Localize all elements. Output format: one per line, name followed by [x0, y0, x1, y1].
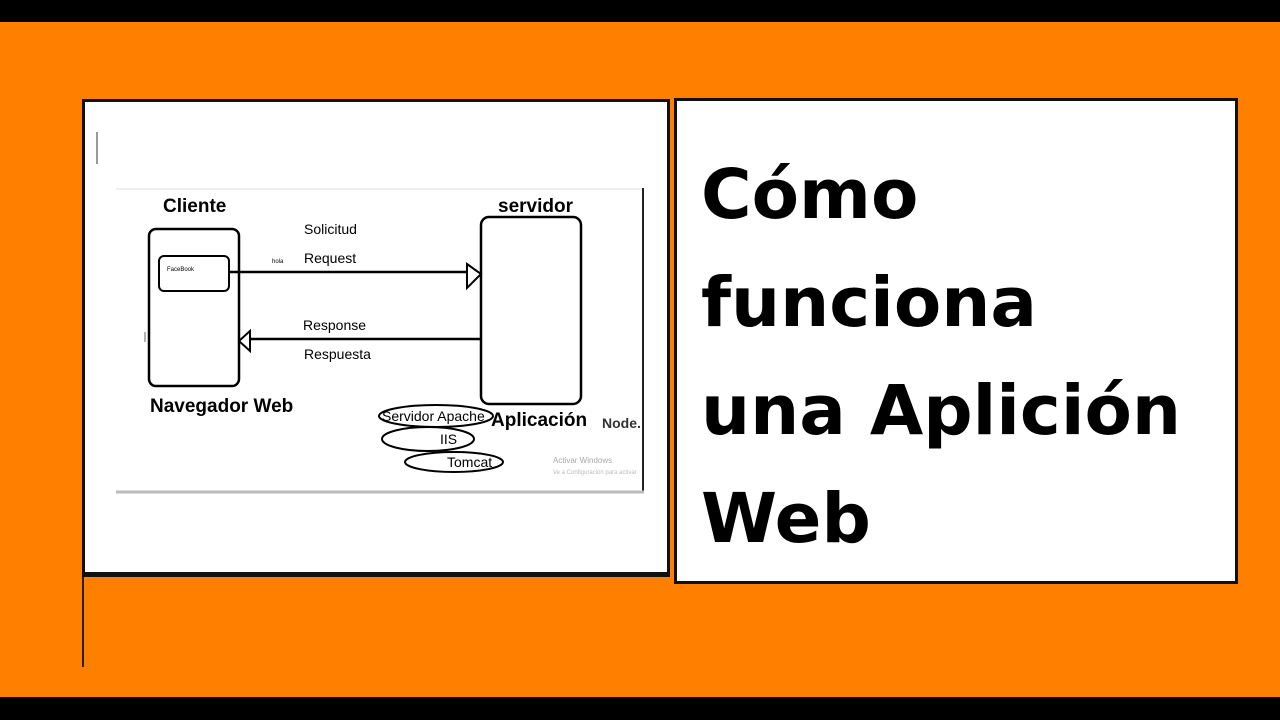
tomcat-ellipse — [404, 451, 504, 473]
title-line-4: Web — [701, 479, 871, 559]
server-label: servidor — [498, 196, 574, 217]
left-edge-tick — [82, 577, 84, 667]
response-es-label: Respuesta — [304, 346, 371, 362]
title-line-2: funciona — [701, 263, 1037, 343]
app-label: Aplicación — [491, 410, 587, 431]
top-letterbox-bar — [0, 0, 1280, 22]
browser-box — [147, 227, 241, 388]
browser-label: Navegador Web — [150, 396, 293, 417]
request-en-label: Request — [304, 250, 356, 266]
response-arrowhead — [237, 328, 251, 354]
server-type-iis: IIS — [440, 431, 457, 447]
server-box — [479, 215, 583, 406]
hola-label: hola — [272, 259, 284, 265]
server-type-tomcat: Tomcat — [447, 454, 492, 470]
iis-ellipse — [381, 426, 475, 452]
server-type-apache: Servidor Apache — [382, 408, 485, 424]
response-en-label: Response — [303, 317, 366, 333]
client-server-diagram: Cliente FaceBook Navegador Web servidor … — [96, 132, 644, 494]
title-line-1: Cómo — [701, 155, 919, 235]
node-label: Node. — [602, 415, 641, 431]
facebook-label: FaceBook — [167, 267, 195, 273]
client-label: Cliente — [163, 196, 226, 217]
title-panel: Cómo funciona una Aplición Web — [674, 98, 1238, 584]
request-es-label: Solicitud — [304, 221, 357, 237]
video-title: Cómo funciona una Aplición Web — [701, 141, 1221, 573]
inner-image-frame — [116, 188, 644, 493]
facebook-box — [158, 255, 230, 292]
bottom-letterbox-bar — [0, 697, 1280, 720]
watermark-line2: Ve a Configuración para activar — [553, 470, 637, 476]
watermark-line1: Activar Windows — [553, 456, 612, 465]
request-arrowhead — [466, 262, 483, 291]
title-line-3: una Aplición — [701, 371, 1182, 451]
diagram-panel: Cliente FaceBook Navegador Web servidor … — [82, 99, 670, 577]
